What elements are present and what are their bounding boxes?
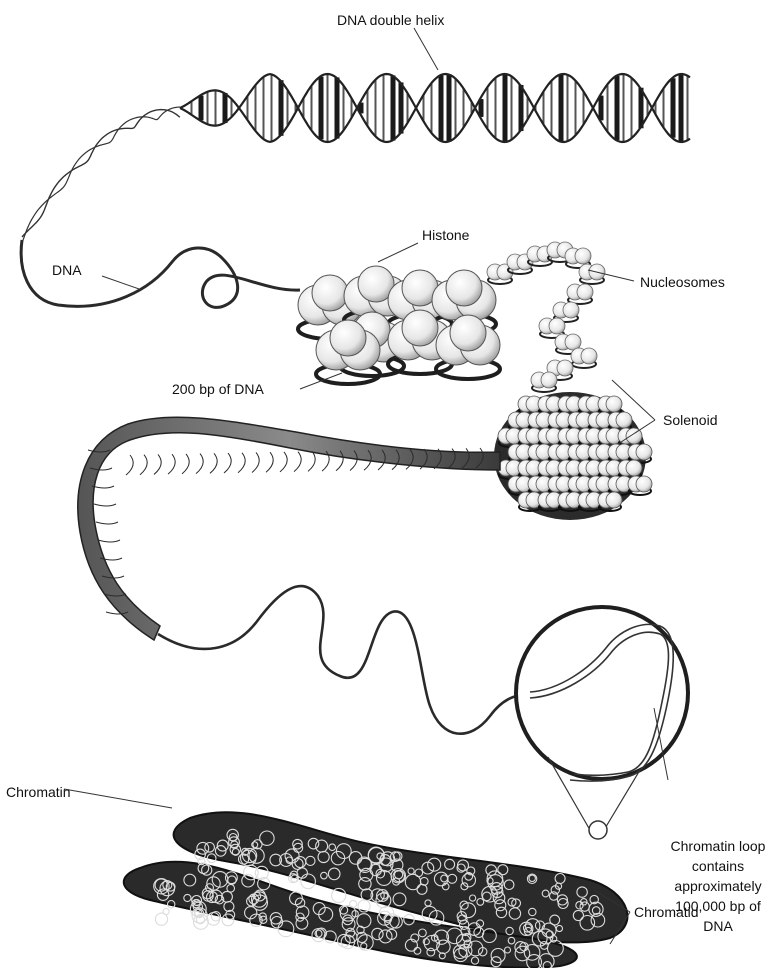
chromosome	[124, 812, 628, 968]
helix-base-pairs	[191, 74, 689, 142]
dna-double-helix	[22, 74, 690, 243]
label-200bp-of-dna: 200 bp of DNA	[172, 381, 264, 398]
solenoid-cluster	[494, 392, 652, 520]
nucleosome-cluster	[298, 242, 605, 392]
leader-chromatin	[64, 789, 172, 808]
label-dna: DNA	[52, 262, 82, 279]
leader-dna-helix	[414, 28, 438, 70]
label-dna-double-helix: DNA double helix	[337, 12, 444, 29]
helix-thin-tail-2	[22, 107, 180, 243]
label-histone: Histone	[422, 227, 469, 244]
helix-thin-tail	[22, 110, 180, 237]
leader-dna	[102, 276, 142, 290]
chromatin-loop-magnified	[516, 607, 688, 839]
chromatin-fiber	[78, 417, 500, 640]
label-solenoid: Solenoid	[663, 412, 718, 429]
fiber-coil-stripes	[88, 448, 483, 614]
label-chromatin: Chromatin	[6, 784, 71, 801]
leader-histone	[378, 243, 418, 262]
chromatin-thin-loop	[158, 586, 550, 734]
chromatin-loop-origin	[589, 821, 607, 839]
leader-200bp	[300, 373, 342, 389]
label-chromatid: Chromatid	[634, 904, 699, 921]
label-nucleosomes: Nucleosomes	[640, 274, 725, 291]
label-chromatin-loop: Chromatin loop contains approximately 10…	[662, 836, 774, 936]
